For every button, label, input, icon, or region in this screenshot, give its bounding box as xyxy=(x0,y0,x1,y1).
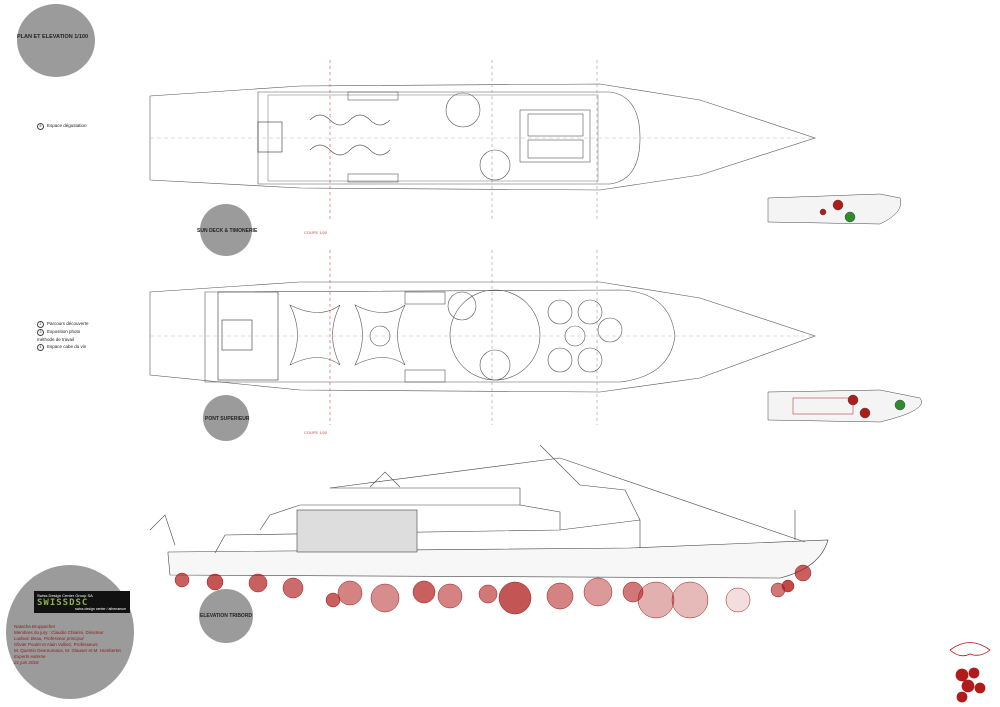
credits-disc xyxy=(6,565,134,699)
legend-number: 2 xyxy=(37,321,44,328)
grape-icon xyxy=(949,642,991,703)
credit-experts1: M. Quentin Desreumaux, M. Glauser et M. … xyxy=(14,648,121,653)
elevation-drawing xyxy=(149,444,829,579)
red-balls xyxy=(174,564,812,619)
logo-brand-b: DSC xyxy=(69,598,89,608)
legend-number: 5 xyxy=(37,123,44,130)
page-title: PLAN ET ELEVATION 1/100 xyxy=(17,34,89,40)
pont-superieur-disc xyxy=(203,395,249,441)
elevation-disc xyxy=(199,589,253,643)
school-logo: Swiss Design Center Group SA SWISSDSC sw… xyxy=(34,591,130,613)
coupe-label-mid: COUPE 1/00 xyxy=(304,430,328,435)
thumbnail-top xyxy=(767,193,902,225)
sun-deck-label: SUN DECK & TIMONERIE xyxy=(197,228,258,234)
pont-superieur-label: PONT SUPERIEUR xyxy=(205,416,250,422)
thumbnail-mid xyxy=(767,389,922,423)
credit-prof1: Ludovic Beau, Professeur principal xyxy=(14,636,84,641)
credit-experts2: Experts externe xyxy=(14,654,46,659)
credit-date: 21 juin 2016 xyxy=(14,660,39,665)
credits-block: Natacha Bruppacher Membres du jury : Cla… xyxy=(14,624,121,666)
credit-jury: Membres du jury : Claudio Chiarini, Dire… xyxy=(14,630,104,635)
legend-text: Espace dégustation xyxy=(47,123,87,128)
pont-superieur-plan xyxy=(149,250,816,425)
coupe-label-top: COUPE 1/00 xyxy=(304,230,328,235)
logo-company: Swiss Design Center Group SA xyxy=(37,593,93,598)
credit-student: Natacha Bruppacher xyxy=(14,624,56,629)
logo-subtitle: swiss design center / athenaeum xyxy=(75,607,126,611)
legend-text: Espace cabe du vin xyxy=(47,344,87,349)
sun-deck-disc xyxy=(200,204,252,256)
logo-brand-a: SWISS xyxy=(37,598,70,608)
sun-deck-plan xyxy=(149,60,816,222)
elevation-label: ELEVATION TRIBORD xyxy=(200,613,253,619)
legend-number: 4 xyxy=(37,344,44,351)
title-disc xyxy=(17,4,95,77)
legend-text: Parcours découverte xyxy=(47,321,89,326)
legend-text: Exposition photo méthode de travail xyxy=(37,329,81,342)
logo-brand: SWISSDSC xyxy=(34,598,130,608)
credit-prof2: Olivier Poulet et Alain Vulliez, Profess… xyxy=(14,642,98,647)
